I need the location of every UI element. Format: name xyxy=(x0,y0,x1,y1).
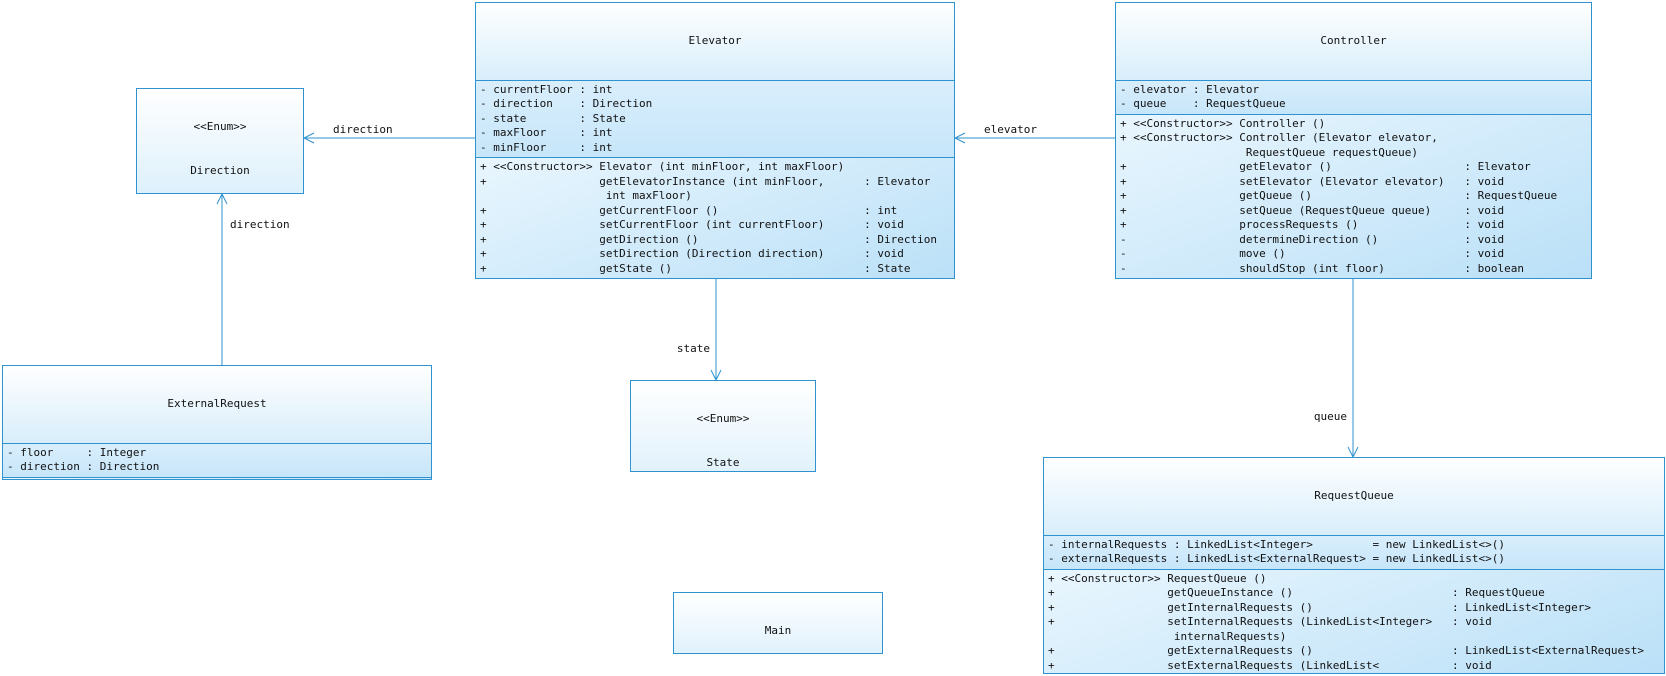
edge-label: direction xyxy=(230,218,290,231)
arrowhead-icon xyxy=(302,132,315,144)
methods-compartment: + <<Constructor>> ExternalRequest (Integ… xyxy=(3,477,431,479)
arrowhead-icon xyxy=(953,132,966,144)
class-name: Direction xyxy=(190,163,250,177)
class-title: Main xyxy=(674,593,882,653)
methods-compartment: + <<Constructor>> RequestQueue () + getQ… xyxy=(1044,569,1664,673)
class-title: Controller xyxy=(1116,3,1591,81)
class-title: <<Enum>> Direction xyxy=(137,89,303,193)
edge-label: elevator xyxy=(984,123,1037,136)
class-title: <<Enum>> State xyxy=(631,381,815,471)
arrowhead-icon xyxy=(710,369,722,382)
class-name: Controller xyxy=(1320,34,1387,47)
edge-label: state xyxy=(677,342,710,355)
class-name: Elevator xyxy=(688,34,742,47)
class-box-state-enum[interactable]: <<Enum>> State + MOVING : EnumConstant +… xyxy=(630,380,816,472)
association-controller-elevator[interactable]: elevator xyxy=(953,123,1115,144)
attributes-compartment: - currentFloor : int - direction : Direc… xyxy=(476,80,954,158)
attributes-compartment: - elevator : Elevator - queue : RequestQ… xyxy=(1116,80,1591,115)
class-title: Elevator xyxy=(476,3,954,81)
edge-label: direction xyxy=(333,123,393,136)
class-name: RequestQueue xyxy=(1314,489,1394,502)
arrowhead-icon xyxy=(1347,446,1359,459)
class-name: ExternalRequest xyxy=(167,397,267,410)
class-box-requestqueue[interactable]: RequestQueue - internalRequests : Linked… xyxy=(1043,457,1665,674)
attributes-compartment: - internalRequests : LinkedList<Integer>… xyxy=(1044,535,1664,570)
class-stereotype: <<Enum>> xyxy=(193,120,247,133)
association-elevator-direction[interactable]: direction xyxy=(302,123,475,144)
association-elevator-state[interactable]: state xyxy=(677,279,722,382)
methods-compartment: + <<Constructor>> Elevator (int minFloor… xyxy=(476,158,954,278)
edge-label: queue xyxy=(1314,410,1347,423)
class-name: State xyxy=(706,455,740,469)
class-title: ExternalRequest xyxy=(3,366,431,444)
class-box-controller[interactable]: Controller - elevator : Elevator - queue… xyxy=(1115,2,1592,279)
class-stereotype: <<Enum>> xyxy=(696,412,750,425)
class-box-direction-enum[interactable]: <<Enum>> Direction + UP : EnumConstant +… xyxy=(136,88,304,194)
association-externalrequest-direction[interactable]: direction xyxy=(216,192,290,365)
association-controller-requestqueue[interactable]: queue xyxy=(1314,279,1359,459)
class-title: RequestQueue xyxy=(1044,458,1664,536)
class-name: Main xyxy=(764,624,792,637)
arrowhead-icon xyxy=(216,192,228,205)
class-box-main[interactable]: Main + main (String args[]) : void xyxy=(673,592,883,654)
attributes-compartment: - floor : Integer - direction : Directio… xyxy=(3,443,431,478)
class-box-elevator[interactable]: Elevator - currentFloor : int - directio… xyxy=(475,2,955,279)
methods-compartment: + <<Constructor>> Controller () + <<Cons… xyxy=(1116,114,1591,278)
class-box-externalrequest[interactable]: ExternalRequest - floor : Integer - dire… xyxy=(2,365,432,480)
